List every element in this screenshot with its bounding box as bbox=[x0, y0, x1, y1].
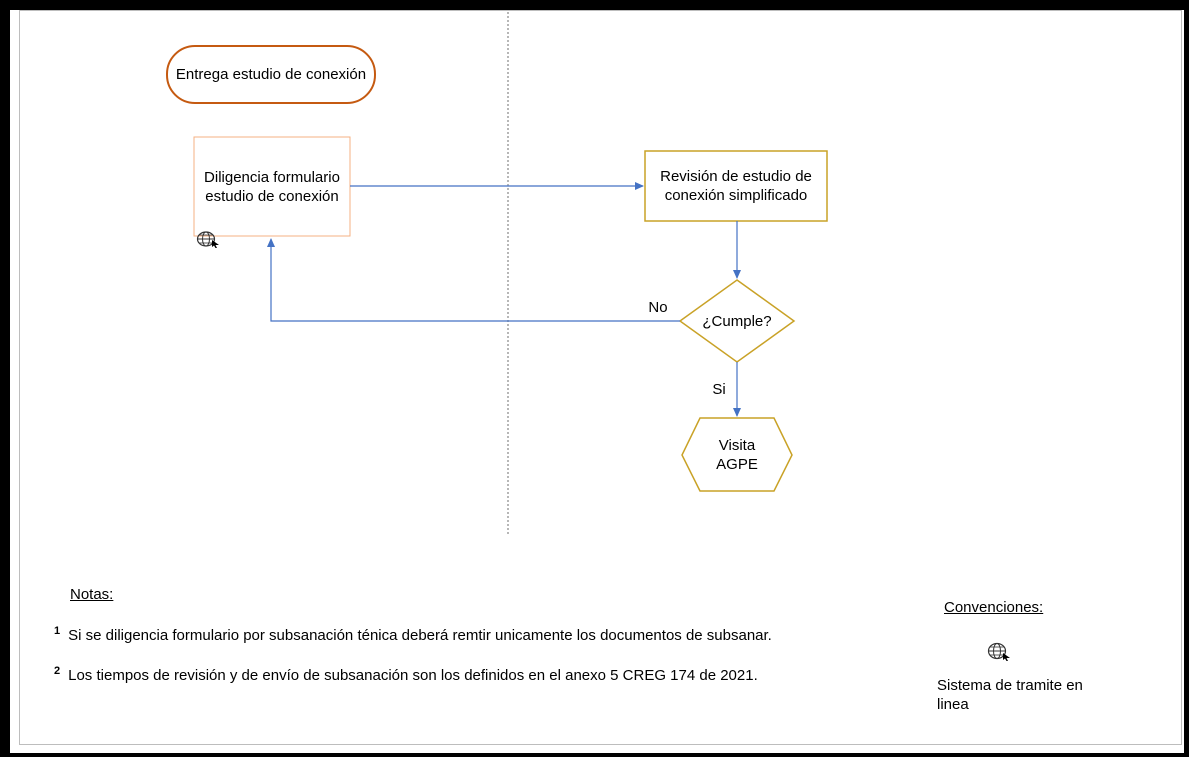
end-hexagon-label: Visita AGPE bbox=[716, 436, 758, 473]
arrow-decision-no-to-step1 bbox=[267, 238, 680, 322]
frame-right-border bbox=[1184, 0, 1189, 757]
start-terminator-shape bbox=[166, 45, 376, 104]
convention-label: Sistema de tramite en linea bbox=[937, 677, 1083, 713]
decision-label: ¿Cumple? bbox=[702, 312, 772, 330]
note-2: 2 Los tiempos de revisión y de envío de s… bbox=[54, 665, 758, 684]
step1-process-shape bbox=[193, 136, 351, 237]
no-branch-label: No bbox=[648, 298, 668, 316]
page-inner-border bbox=[19, 10, 1182, 745]
frame-top-border bbox=[0, 0, 1189, 10]
note-1: 1 Si se diligencia formulario por subsana… bbox=[54, 625, 772, 644]
frame-bottom-border bbox=[0, 753, 1189, 757]
note-1-text: Si se diligencia formulario por subsanac… bbox=[68, 627, 772, 644]
note-2-text: Los tiempos de revisión y de envío de su… bbox=[68, 667, 758, 684]
end-hexagon-shape bbox=[681, 417, 793, 492]
note-2-number: 2 bbox=[54, 665, 61, 677]
yes-branch-label: Si bbox=[712, 380, 726, 398]
globe-cursor-icon bbox=[196, 231, 219, 248]
step2-process-shape bbox=[644, 150, 828, 222]
conventions-title: Convenciones: bbox=[944, 599, 1044, 616]
frame-left-border bbox=[0, 0, 10, 757]
convention-globe-cursor-icon bbox=[987, 642, 1010, 661]
note-1-number: 1 bbox=[54, 625, 61, 637]
notes-title: Notas: bbox=[70, 586, 114, 603]
step1-label: Diligencia formulario estudio de conexió… bbox=[204, 168, 340, 205]
step2-label: Revisión de estudio de conexión simplifi… bbox=[660, 168, 812, 204]
start-terminator-label: Entrega estudio de conexión bbox=[175, 66, 367, 83]
